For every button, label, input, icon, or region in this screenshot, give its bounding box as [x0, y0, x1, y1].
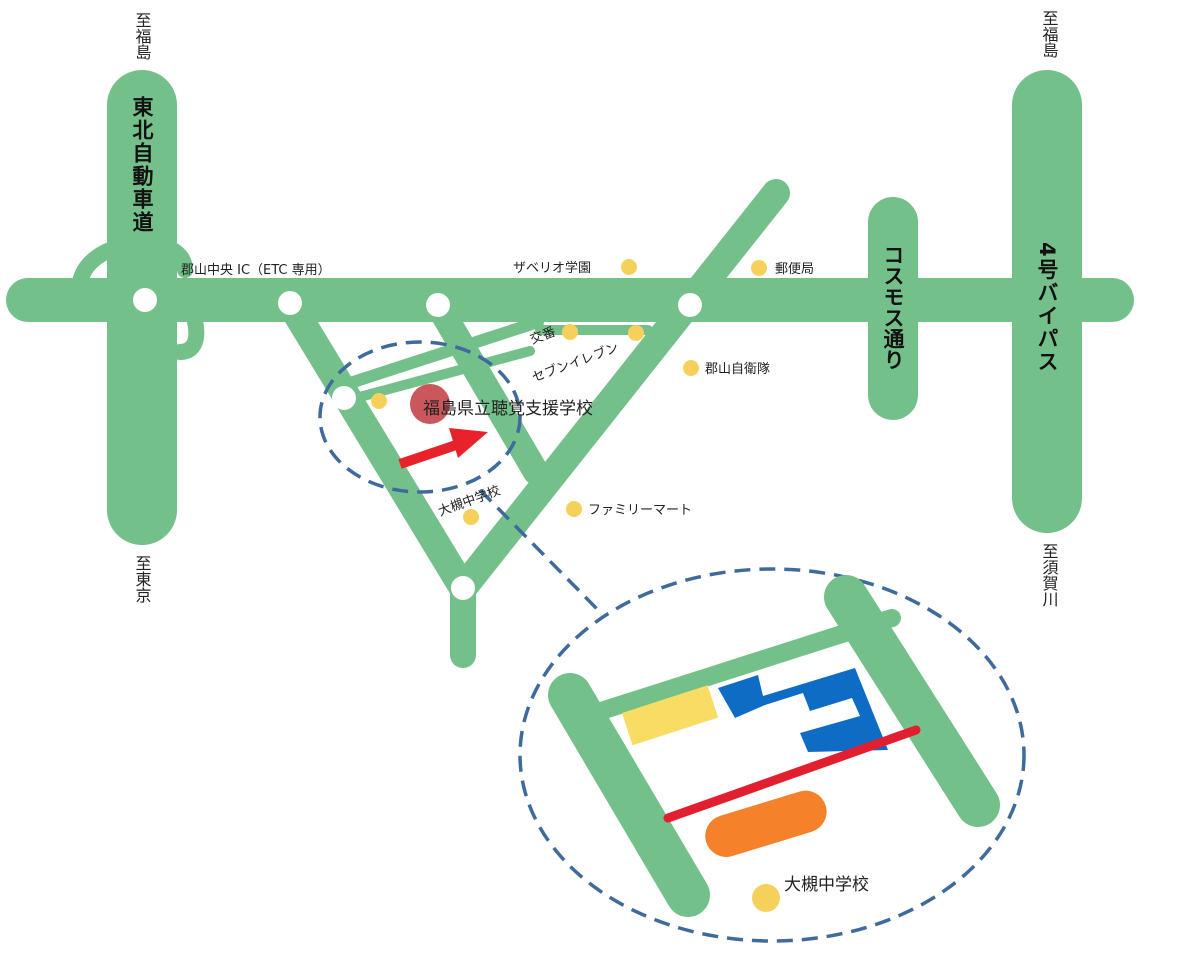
sdf-poi-icon	[683, 360, 699, 376]
expressway-name: 東北自動車道	[130, 96, 154, 234]
node-inner	[426, 293, 450, 317]
zoom-small-circle	[318, 340, 522, 494]
detail-red-line	[663, 725, 921, 823]
seven-eleven-poi-icon	[628, 325, 644, 341]
otsuki-small-poi-icon	[463, 509, 479, 525]
destination-west-south: 至東京	[133, 555, 152, 604]
sdf-label: 郡山自衛隊	[705, 361, 770, 377]
zoom-large-circle	[518, 567, 1026, 943]
destination-east-north: 至福島	[1040, 10, 1059, 58]
arrow-head-icon	[449, 428, 488, 458]
node-ne	[678, 293, 702, 317]
node-west-inner	[332, 386, 356, 410]
detail-road-west	[548, 673, 710, 917]
otsuki-large-poi-icon	[752, 884, 780, 912]
xaverio-label: ザベリオ学園	[513, 260, 591, 276]
seven-eleven-label: セブンイレブン	[530, 340, 621, 386]
post-office-poi-icon	[751, 260, 767, 276]
zoom-indicator	[318, 340, 1026, 943]
interchange-loop	[72, 235, 193, 290]
node-south	[451, 576, 475, 600]
detail-building-orange	[705, 790, 827, 857]
arrow-shaft	[398, 438, 464, 469]
school-side-poi-icon	[371, 393, 387, 409]
bypass-name: 4号バイパス	[1035, 242, 1059, 374]
detail-map: 大槻中学校	[548, 575, 1000, 917]
interchange-label: 郡山中央 IC（ETC 専用）	[181, 263, 331, 278]
destination-east-south: 至須賀川	[1040, 543, 1059, 607]
otsuki-large-label: 大槻中学校	[784, 875, 869, 895]
road-ne-diagonal	[449, 179, 790, 602]
node-expressway	[133, 288, 157, 312]
post-office-label: 郵便局	[775, 262, 814, 277]
road-connector-1	[338, 316, 544, 391]
familymart-label: ファミリーマート	[588, 503, 692, 518]
detail-road-top	[589, 609, 901, 721]
node-interchange	[278, 291, 302, 315]
detail-building-blue	[718, 668, 888, 752]
road-connector-2	[351, 346, 535, 403]
poi-dots	[371, 259, 767, 525]
school-label: 福島県立聴覚支援学校	[423, 399, 593, 419]
road-inner-diagonal	[425, 292, 549, 485]
koban-poi-icon	[562, 324, 578, 340]
destination-west-north: 至福島	[133, 12, 152, 60]
arrow-to-school	[398, 428, 488, 469]
school-marker	[410, 384, 450, 424]
road-sw-diagonal	[276, 289, 477, 602]
xaverio-poi-icon	[621, 259, 637, 275]
intersection-nodes	[133, 288, 702, 600]
cosmos-street-name: コスモス通り	[881, 244, 905, 370]
road-network	[6, 70, 1134, 668]
detail-building-yellow	[622, 685, 719, 746]
zoom-connector-line	[478, 488, 602, 614]
interchange-loop-lower	[172, 314, 205, 360]
familymart-poi-icon	[566, 501, 582, 517]
